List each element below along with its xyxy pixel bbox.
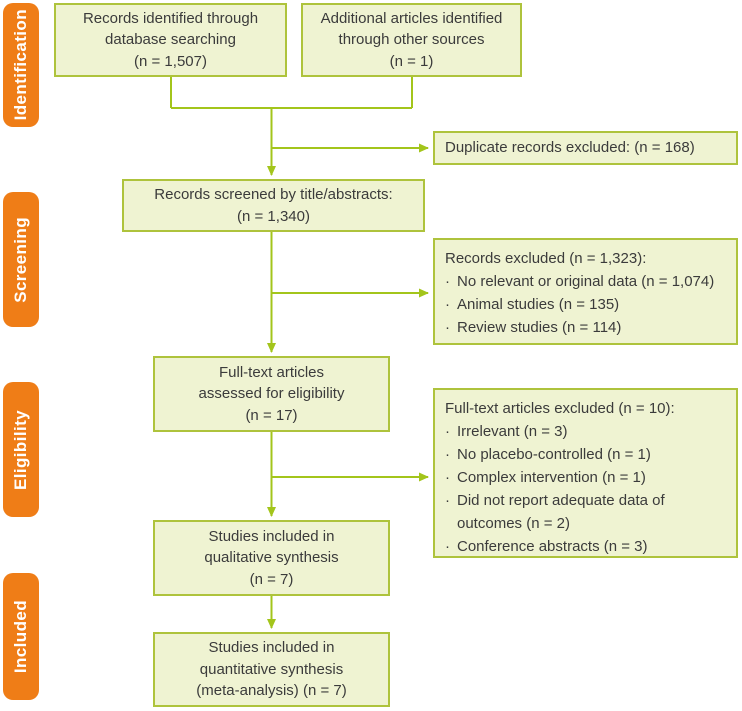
node-records-screened-text: Records screened by title/abstracts: (n …: [154, 186, 393, 225]
bullet-dot-icon: ·: [445, 273, 450, 290]
bullet-dot-icon: ·: [445, 538, 450, 555]
bullet-dot-icon: ·: [445, 492, 450, 509]
stage-tab-identification: Identification: [3, 3, 39, 127]
bullet-dot-icon: ·: [445, 423, 450, 440]
node-fulltext-assessed: Full-text articles assessed for eligibil…: [153, 356, 390, 432]
stage-label-included: Included: [11, 599, 30, 674]
node-records-excluded-title: Records excluded (n = 1,323):: [445, 250, 647, 267]
node-additional-articles-text: Additional articles identified through o…: [320, 9, 503, 70]
bullet-item: · Did not report adequate data of outcom…: [443, 489, 726, 535]
stage-tab-included: Included: [3, 573, 39, 700]
stage-tab-screening: Screening: [3, 192, 39, 327]
node-fulltext-excluded-title: Full-text articles excluded (n = 10):: [445, 400, 675, 417]
node-additional-articles: Additional articles identified through o…: [301, 3, 522, 77]
bullet-item: · Review studies (n = 114): [443, 316, 726, 339]
bullet-dot-icon: ·: [445, 469, 450, 486]
bullet-item: · Complex intervention (n = 1): [443, 466, 726, 489]
bullet-dot-icon: ·: [445, 319, 450, 336]
node-records-identified-text: Records identified through database sear…: [82, 9, 259, 70]
bullet-item: · No placebo-controlled (n = 1): [443, 443, 726, 466]
bullet-item: · Irrelevant (n = 3): [443, 420, 726, 443]
stage-label-identification: Identification: [11, 9, 30, 121]
stage-label-screening: Screening: [11, 216, 30, 303]
node-qualitative-synthesis: Studies included in qualitative synthesi…: [153, 520, 390, 596]
bullet-dot-icon: ·: [445, 446, 450, 463]
node-quantitative-synthesis: Studies included in quantitative synthes…: [153, 632, 390, 707]
node-records-identified: Records identified through database sear…: [54, 3, 287, 77]
node-qualitative-synthesis-text: Studies included in qualitative synthesi…: [204, 527, 339, 588]
node-records-screened: Records screened by title/abstracts: (n …: [122, 179, 425, 232]
node-quantitative-synthesis-text: Studies included in quantitative synthes…: [196, 639, 347, 700]
bullet-item: · Conference abstracts (n = 3): [443, 535, 726, 558]
stage-label-eligibility: Eligibility: [11, 409, 30, 490]
bullet-item: · No relevant or original data (n = 1,07…: [443, 270, 726, 293]
bullet-item: · Animal studies (n = 135): [443, 293, 726, 316]
bullet-dot-icon: ·: [445, 296, 450, 313]
node-fulltext-assessed-text: Full-text articles assessed for eligibil…: [198, 363, 345, 424]
node-fulltext-excluded: Full-text articles excluded (n = 10): · …: [433, 388, 738, 558]
node-duplicates-excluded-text: Duplicate records excluded: (n = 168): [445, 139, 695, 156]
stage-tab-eligibility: Eligibility: [3, 382, 39, 517]
node-duplicates-excluded: Duplicate records excluded: (n = 168): [433, 131, 738, 165]
node-records-excluded: Records excluded (n = 1,323): · No relev…: [433, 238, 738, 345]
